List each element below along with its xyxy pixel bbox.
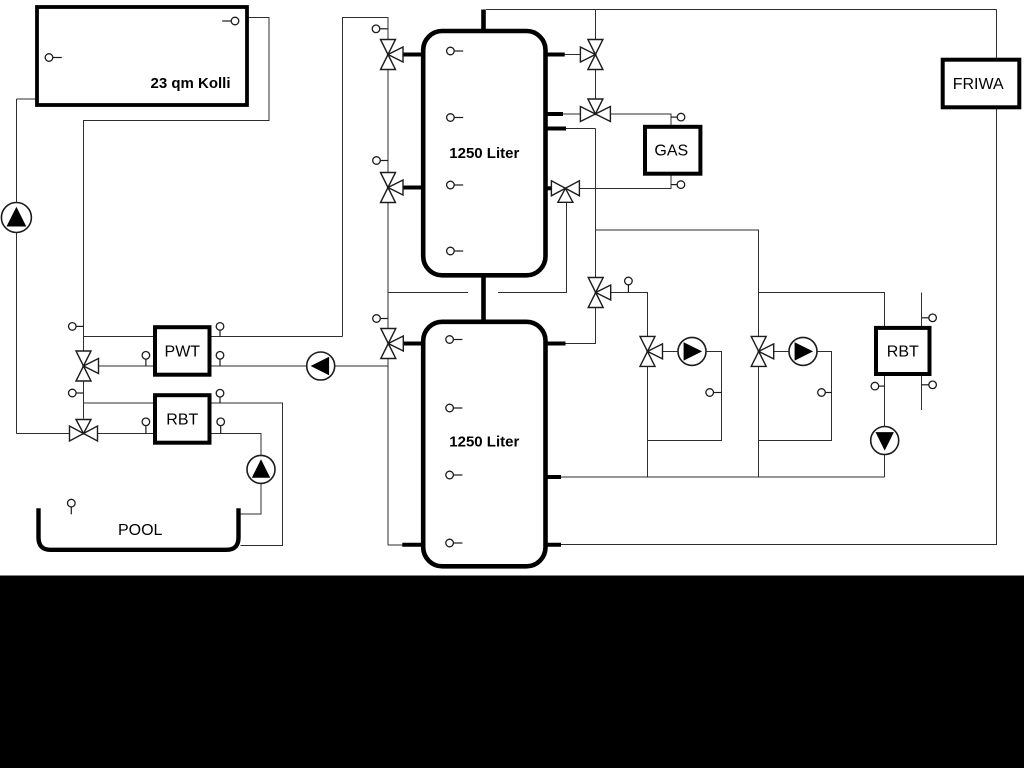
- svg-text:1250 Liter: 1250 Liter: [449, 434, 519, 451]
- svg-text:PWT: PWT: [165, 344, 201, 361]
- svg-text:FRIWA: FRIWA: [953, 76, 1004, 93]
- svg-text:1250 Liter: 1250 Liter: [449, 145, 519, 162]
- svg-text:RBT: RBT: [887, 344, 919, 361]
- svg-text:RBT: RBT: [166, 412, 198, 429]
- svg-text:23 qm Kolli: 23 qm Kolli: [150, 75, 230, 92]
- svg-text:POOL: POOL: [118, 522, 163, 539]
- svg-text:GAS: GAS: [654, 142, 688, 159]
